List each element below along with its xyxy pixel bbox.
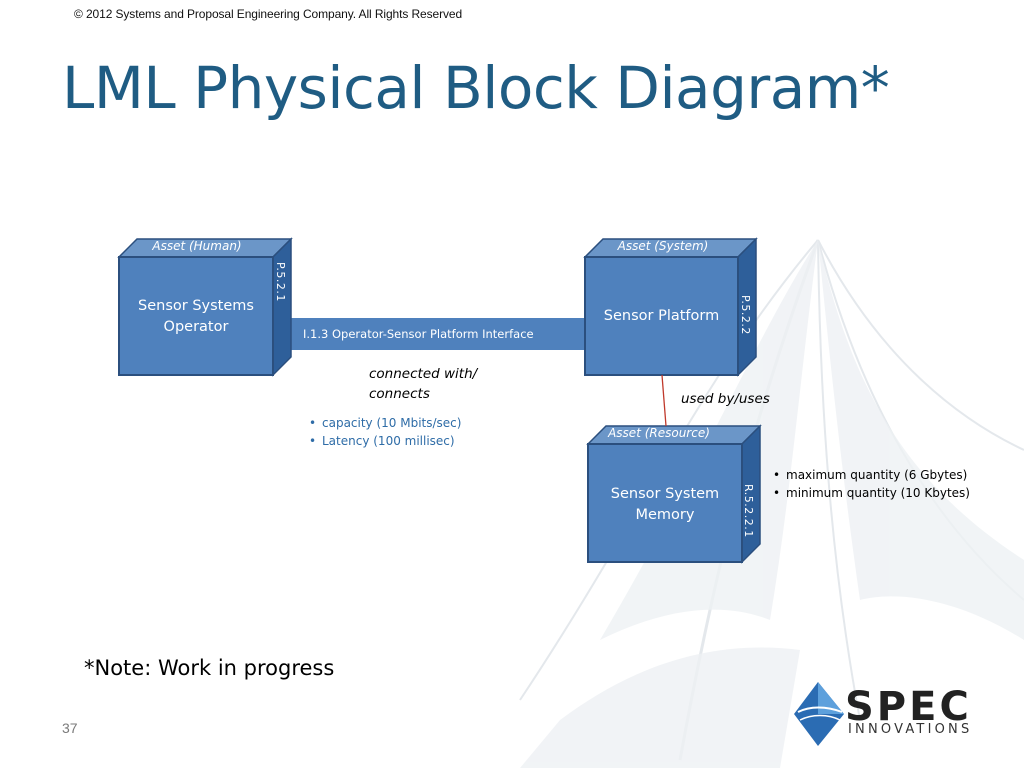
interface-attributes: capacity (10 Mbits/sec) Latency (100 mil…: [309, 414, 461, 450]
block-platform-number: P.5.2.2: [739, 295, 752, 335]
background-tent-fill: [520, 240, 1024, 768]
block-memory-shape[interactable]: [586, 424, 762, 564]
copyright-notice: © 2012 Systems and Proposal Engineering …: [74, 7, 463, 21]
diamond-logo-icon: [794, 682, 844, 746]
block-memory-name-line1: Sensor System: [610, 486, 720, 502]
logo-name: SPEC: [845, 684, 972, 730]
page-number: 37: [62, 720, 78, 736]
block-operator-number: P.5.2.1: [274, 262, 287, 302]
interface-connector[interactable]: [274, 318, 588, 350]
block-platform-shape[interactable]: [583, 237, 758, 377]
resource-attribute-item: maximum quantity (6 Gbytes): [773, 466, 970, 484]
block-memory-name-line2: Memory: [635, 507, 695, 523]
block-platform-type: Asset (System): [617, 239, 709, 253]
block-memory-name[interactable]: Sensor System Memory: [588, 484, 742, 526]
block-operator-name[interactable]: Sensor Systems Operator: [119, 296, 273, 338]
block-operator-type: Asset (Human): [152, 239, 242, 253]
block-memory-number: R.5.2.2.1: [742, 484, 755, 538]
interface-attribute-item: capacity (10 Mbits/sec): [309, 414, 461, 432]
block-operator-name-line2: Operator: [163, 319, 229, 335]
resource-link-label: used by/uses: [681, 391, 770, 407]
interface-attribute-item: Latency (100 millisec): [309, 432, 461, 450]
block-platform-name[interactable]: Sensor Platform: [585, 306, 738, 327]
interface-label: I.1.3 Operator-Sensor Platform Interface: [303, 327, 534, 341]
page-title: LML Physical Block Diagram*: [62, 54, 890, 122]
note-text: *Note: Work in progress: [84, 656, 335, 680]
interface-relationship: connected with/ connects: [369, 364, 477, 404]
resource-attribute-item: minimum quantity (10 Kbytes): [773, 484, 970, 502]
resource-attributes: maximum quantity (6 Gbytes) minimum quan…: [773, 466, 970, 502]
block-platform-name-line1: Sensor Platform: [603, 308, 720, 324]
interface-relationship-line1: connected with/: [369, 366, 478, 382]
resource-link-line[interactable]: [661, 374, 667, 427]
block-memory-type: Asset (Resource): [608, 426, 710, 440]
block-operator-name-line1: Sensor Systems: [138, 298, 254, 314]
block-operator-shape[interactable]: [117, 237, 293, 377]
logo-subtitle: INNOVATIONS: [848, 722, 973, 737]
interface-relationship-line2: connects: [369, 386, 430, 402]
